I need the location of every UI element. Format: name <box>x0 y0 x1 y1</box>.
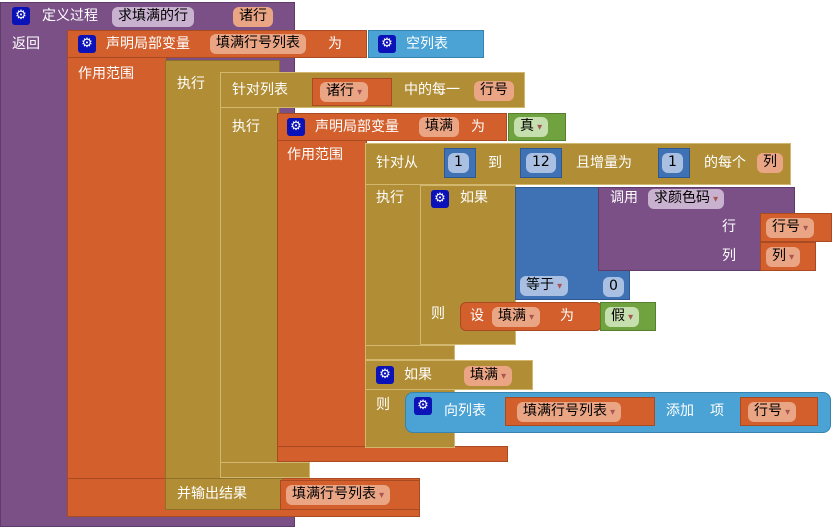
compare-op-dropdown[interactable]: 等于 <box>520 276 569 296</box>
gear-icon[interactable]: ⚙ <box>376 366 394 384</box>
result-var-dropdown[interactable]: 填满行号列表 <box>286 485 391 505</box>
foreach-label: 针对列表 <box>232 82 288 98</box>
arg-row-label: 行 <box>722 219 736 235</box>
step-value[interactable]: 1 <box>662 153 683 173</box>
local-var-name[interactable]: 填满行号列表 <box>210 34 306 54</box>
item-dropdown[interactable]: 行号 <box>748 402 797 422</box>
local-var2-body <box>277 140 367 462</box>
for-range-body <box>365 184 421 360</box>
list-dropdown[interactable]: 诸行 <box>320 82 369 102</box>
gear-icon[interactable]: ⚙ <box>431 190 449 208</box>
empty-list-label: 空列表 <box>406 36 448 52</box>
compare-value[interactable]: 0 <box>603 277 624 297</box>
list-var-dropdown[interactable]: 填满行号列表 <box>517 402 622 422</box>
col-dropdown[interactable]: 列 <box>766 247 801 267</box>
scope-label: 作用范围 <box>287 147 343 163</box>
foreach-do-label: 执行 <box>232 119 260 135</box>
local-var2-name[interactable]: 填满 <box>419 117 459 137</box>
if2-then-label: 则 <box>376 397 390 413</box>
then-label: 则 <box>431 306 445 322</box>
result-label: 并输出结果 <box>177 486 247 502</box>
add-item-label: 添加 <box>666 403 694 419</box>
for-range-do-label: 执行 <box>376 190 404 206</box>
as-label: 为 <box>471 119 485 135</box>
set-var-dropdown[interactable]: 填满 <box>492 307 541 327</box>
to-label: 到 <box>488 155 502 171</box>
to-value[interactable]: 12 <box>526 153 556 173</box>
false-dropdown[interactable]: 假 <box>605 307 640 327</box>
foreach-bottom <box>220 462 310 478</box>
for-range-block[interactable] <box>365 143 791 185</box>
item-label: 项 <box>710 403 724 419</box>
return-label: 返回 <box>12 36 40 52</box>
if2-cond-dropdown[interactable]: 填满 <box>464 366 513 386</box>
add-label: 向列表 <box>444 403 486 419</box>
local-var-body <box>67 57 167 517</box>
gear-icon[interactable]: ⚙ <box>287 118 305 136</box>
gear-icon[interactable]: ⚙ <box>414 397 432 415</box>
foreach-body <box>220 107 278 478</box>
from-value[interactable]: 1 <box>448 153 469 173</box>
gear-icon[interactable]: ⚙ <box>378 35 396 53</box>
do-label: 执行 <box>177 76 205 92</box>
gear-icon[interactable]: ⚙ <box>12 7 30 25</box>
for-range-bottom <box>365 345 455 360</box>
each-label: 的每个 <box>704 155 746 171</box>
item-var[interactable]: 行号 <box>474 81 514 101</box>
step-label: 且增量为 <box>576 155 632 171</box>
proc-param[interactable]: 诸行 <box>233 7 273 27</box>
arg-col-label: 列 <box>722 248 736 264</box>
scope-label: 作用范围 <box>78 66 134 82</box>
if2-label: 如果 <box>404 367 432 383</box>
range-var[interactable]: 列 <box>757 153 783 173</box>
proc-label: 定义过程 <box>42 8 98 24</box>
set-as-label: 为 <box>560 308 574 324</box>
row-dropdown[interactable]: 行号 <box>766 218 815 238</box>
for-range-label: 针对从 <box>376 155 418 171</box>
as-label: 为 <box>328 36 342 52</box>
local-var2-label: 声明局部变量 <box>315 119 399 135</box>
each-label: 中的每一 <box>404 82 460 98</box>
true-dropdown[interactable]: 真 <box>514 117 549 137</box>
proc-name-field[interactable]: 求填满的行 <box>112 7 194 27</box>
local-var-label: 声明局部变量 <box>106 36 190 52</box>
do-result-bottom <box>165 478 283 510</box>
gear-icon[interactable]: ⚙ <box>78 35 96 53</box>
local-var2-bottom <box>277 446 508 462</box>
local-var2-block[interactable] <box>277 113 507 141</box>
if-label: 如果 <box>460 190 488 206</box>
set-label: 设 <box>470 308 484 324</box>
call-proc-dropdown[interactable]: 求颜色码 <box>648 189 725 209</box>
call-label: 调用 <box>610 190 638 206</box>
